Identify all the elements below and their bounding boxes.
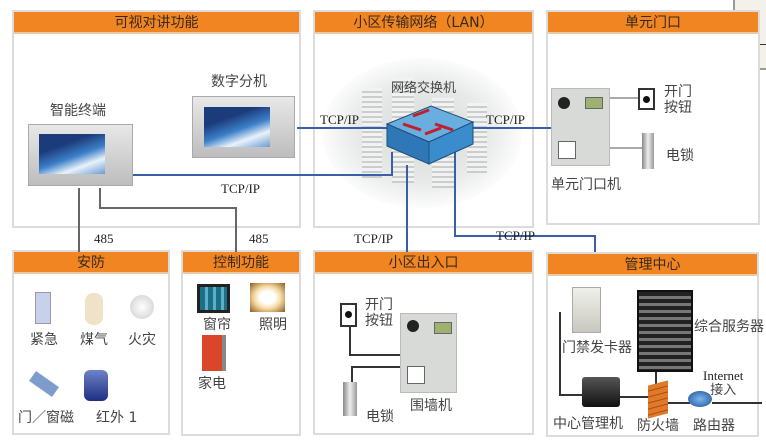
electric-lock-label: 电锁 bbox=[666, 148, 694, 164]
rs485-label: 485 bbox=[94, 231, 114, 246]
server-label: 综合服务器 bbox=[694, 319, 764, 335]
panel-title: 控制功能 bbox=[183, 252, 299, 274]
card-issuer-label: 门禁发卡器 bbox=[562, 340, 632, 357]
wall-station-label: 围墙机 bbox=[410, 398, 452, 414]
control-item-label: 窗帘 bbox=[203, 317, 231, 333]
digital-extension-device[interactable] bbox=[192, 96, 295, 158]
tcpip-label: TCP/IP bbox=[320, 112, 360, 127]
lighting-icon bbox=[250, 283, 285, 312]
control-item-label: 照明 bbox=[259, 317, 287, 333]
panel-title: 小区出入口 bbox=[315, 252, 532, 274]
server-device bbox=[637, 290, 693, 372]
unlock-button-label: 开门按钮 bbox=[365, 297, 393, 330]
screen bbox=[39, 134, 105, 174]
firewall-icon bbox=[648, 380, 668, 419]
digital-extension-label: 数字分机 bbox=[211, 74, 267, 90]
gas-detector-icon bbox=[85, 293, 103, 325]
screen bbox=[204, 107, 270, 147]
wall-station-device[interactable] bbox=[400, 313, 457, 393]
electric-lock-icon bbox=[343, 382, 357, 416]
appliance-icon bbox=[202, 335, 226, 371]
switch-label: 网络交换机 bbox=[391, 81, 457, 96]
security-item-label: 煤气 bbox=[80, 332, 108, 348]
emergency-button-icon bbox=[35, 292, 51, 324]
tcpip-label: TCP/IP bbox=[354, 231, 394, 246]
panel-title: 小区传输网络（LAN） bbox=[315, 12, 532, 34]
unit-door-station-label: 单元门口机 bbox=[551, 177, 621, 193]
rs485-label: 485 bbox=[249, 231, 269, 246]
smart-terminal-label: 智能终端 bbox=[50, 103, 106, 119]
infrared-sensor-icon bbox=[84, 370, 108, 401]
tcpip-label: TCP/IP bbox=[496, 228, 536, 243]
electric-lock-icon bbox=[642, 133, 654, 169]
panel-control: 控制功能 bbox=[181, 250, 301, 436]
panel-security: 安防 bbox=[12, 250, 170, 435]
panel-title: 安防 bbox=[14, 252, 168, 274]
security-item-label: 火灾 bbox=[128, 332, 156, 348]
router-label: 路由器 bbox=[693, 418, 735, 434]
smart-terminal-device[interactable] bbox=[28, 124, 133, 186]
tcpip-label: TCP/IP bbox=[486, 112, 526, 127]
card-issuer-device bbox=[572, 287, 601, 333]
center-pc-label: 中心管理机 bbox=[553, 416, 623, 432]
security-item-label: 紧急 bbox=[30, 332, 58, 348]
panel-title: 管理中心 bbox=[548, 254, 757, 276]
tcpip-label: TCP/IP bbox=[221, 181, 261, 196]
security-item-label: 门／窗磁 bbox=[18, 410, 74, 426]
unit-door-station-device[interactable] bbox=[551, 88, 610, 166]
electric-lock-label: 电锁 bbox=[366, 409, 394, 425]
network-switch-icon bbox=[385, 105, 475, 165]
panel-title: 单元门口 bbox=[548, 12, 758, 34]
curtain-icon bbox=[197, 284, 230, 313]
unlock-button-icon[interactable] bbox=[638, 88, 655, 110]
router-icon bbox=[688, 391, 712, 407]
firewall-label: 防火墙 bbox=[637, 418, 679, 434]
security-item-label: 红外 1 bbox=[96, 410, 138, 426]
unlock-button-icon[interactable] bbox=[340, 303, 357, 327]
panel-title: 可视对讲功能 bbox=[14, 12, 299, 34]
control-item-label: 家电 bbox=[198, 376, 226, 392]
center-pc-device bbox=[582, 377, 620, 407]
unlock-button-label: 开门按钮 bbox=[664, 84, 692, 117]
smoke-detector-icon bbox=[130, 295, 154, 319]
